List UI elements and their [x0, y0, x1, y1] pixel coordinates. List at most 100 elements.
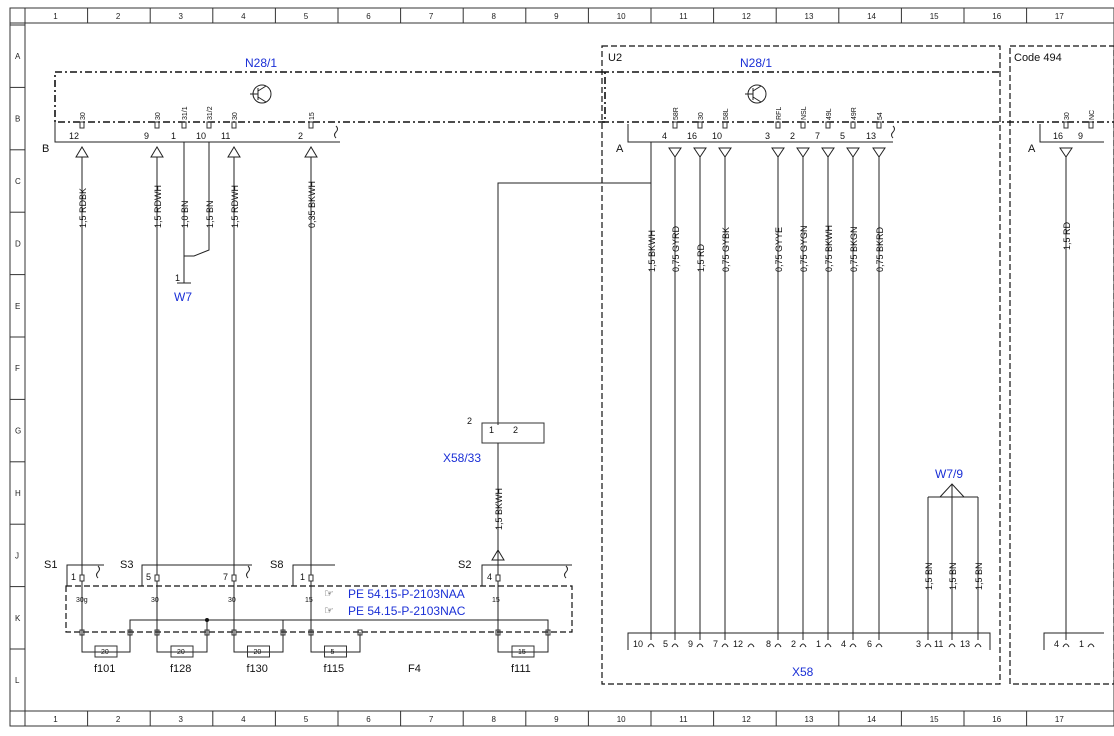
wire-label: 1,0 BN	[180, 200, 190, 228]
grid-col-label: 11	[679, 12, 688, 21]
x58-pin-socket	[647, 643, 655, 648]
fuse-socket	[545, 629, 551, 636]
switch-pin-label: 5	[146, 572, 151, 582]
x58-pin-socket	[721, 643, 729, 648]
x58-pin-socket	[875, 643, 883, 648]
switch-terminal-label: 15	[492, 597, 500, 604]
pin-number-label: 16	[1053, 131, 1063, 141]
fuse-body	[94, 645, 118, 658]
pin-terminal-label: 58R	[673, 107, 680, 120]
grid-row-label: B	[15, 115, 20, 124]
pin-terminal-label: 49L	[826, 108, 833, 120]
x58-pin-label: 3	[916, 639, 921, 649]
pin-number-label: 2	[298, 131, 303, 141]
grid-col-label: 15	[930, 715, 939, 724]
pe-reference-link-2[interactable]: PE 54.15-P-2103NAC	[348, 604, 466, 618]
w79-ground-icon	[939, 483, 965, 498]
wire-label: 1,5 RDWH	[230, 185, 240, 228]
grid-row-label: G	[15, 427, 21, 436]
grid-col-label: 2	[116, 715, 121, 724]
u2-module-outline	[601, 45, 1001, 685]
pe-reference-link-1[interactable]: PE 54.15-P-2103NAA	[348, 587, 465, 601]
switch-terminal-label: 15	[305, 597, 313, 604]
grid-row-label: A	[15, 52, 21, 61]
fuse-socket	[357, 629, 363, 636]
hand-pointer-icon: ☞	[324, 605, 334, 617]
grid-col-label: 5	[304, 715, 309, 724]
fuse-socket	[231, 629, 237, 636]
pin-socket	[181, 121, 187, 129]
fuse-socket	[280, 629, 286, 636]
w7-ground-wire	[183, 142, 210, 257]
pin-socket	[79, 121, 85, 129]
connector-label-b: B	[42, 143, 49, 155]
wire-label: 0,35 BKWH	[307, 181, 317, 228]
grid-col-label: 1	[53, 12, 58, 21]
wire-label: 1,5 BKWH	[647, 230, 657, 272]
switch-socket	[154, 574, 160, 582]
grid-col-label: 1	[53, 715, 58, 724]
x58-pin-label: 5	[663, 639, 668, 649]
x5833-pin-2-label: 2	[467, 416, 472, 426]
fuse-body	[247, 645, 270, 658]
grid-row-label: E	[15, 302, 20, 311]
module-label-code494: Code 494	[1014, 52, 1062, 64]
grid-col-label: 7	[429, 715, 434, 724]
pin-number-label: 2	[790, 131, 795, 141]
fuse-name: f128	[170, 663, 191, 675]
pin-number-label: 13	[866, 131, 876, 141]
wire-label: 1,5 BN	[924, 562, 934, 590]
pin-arrow-icon	[846, 147, 860, 158]
pin-socket	[850, 121, 856, 129]
switch-housing	[66, 564, 104, 586]
fuse-socket	[204, 629, 210, 636]
grid-col-label: 3	[179, 715, 184, 724]
x58-pin-label: 1	[1079, 639, 1084, 649]
ground-label-w79: W7/9	[935, 467, 963, 481]
fuse-amps: 20	[177, 649, 185, 656]
switch-terminal-label: 30	[151, 597, 159, 604]
wire-label: 0,75 GYRD	[671, 225, 681, 272]
switch-terminal-label: 30	[228, 597, 236, 604]
pin-socket	[1063, 121, 1069, 129]
pin-number-label: 1	[171, 131, 176, 141]
pin-number-label: 4	[662, 131, 667, 141]
pin-number-label: 16	[687, 131, 697, 141]
grid-col-label: 2	[116, 12, 121, 21]
grid-col-label: 11	[679, 715, 688, 724]
module-label-n28-left: N28/1	[245, 56, 277, 70]
grid-row-label: J	[15, 551, 19, 560]
pe-reference-1[interactable]: ☞ PE 54.15-P-2103NAA	[324, 587, 465, 601]
fuse-amps: 15	[518, 649, 526, 656]
x58-pin-label: 11	[934, 639, 943, 649]
switch-socket	[79, 574, 85, 582]
switch-socket	[231, 574, 237, 582]
wire-label: 1,5 BN	[974, 562, 984, 590]
pin-terminal-label: RFL	[776, 107, 783, 120]
fuse-socket	[79, 629, 85, 636]
pin-number-label: 12	[69, 131, 79, 141]
connector-a-break	[891, 125, 895, 139]
x58-pin-socket	[696, 643, 704, 648]
connector-label-a-right: A	[1028, 143, 1036, 155]
pe-reference-2[interactable]: ☞ PE 54.15-P-2103NAC	[324, 604, 466, 618]
grid-col-label: 16	[992, 12, 1001, 21]
pin-terminal-label: NSL	[801, 106, 808, 120]
connector-b-strip	[54, 122, 340, 143]
x58-pin-socket	[849, 643, 857, 648]
grid-col-label: 6	[366, 715, 371, 724]
pin-number-label: 5	[840, 131, 845, 141]
pin-socket	[825, 121, 831, 129]
x58-pin-socket	[824, 643, 832, 648]
x58-connector-strip	[627, 632, 991, 650]
pin-terminal-label: 30	[1064, 112, 1071, 120]
grid-col-label: 12	[742, 715, 751, 724]
module-label-n28-right: N28/1	[740, 56, 772, 70]
switch-pin-label: 1	[71, 572, 76, 582]
x58-pin-socket	[948, 643, 956, 648]
